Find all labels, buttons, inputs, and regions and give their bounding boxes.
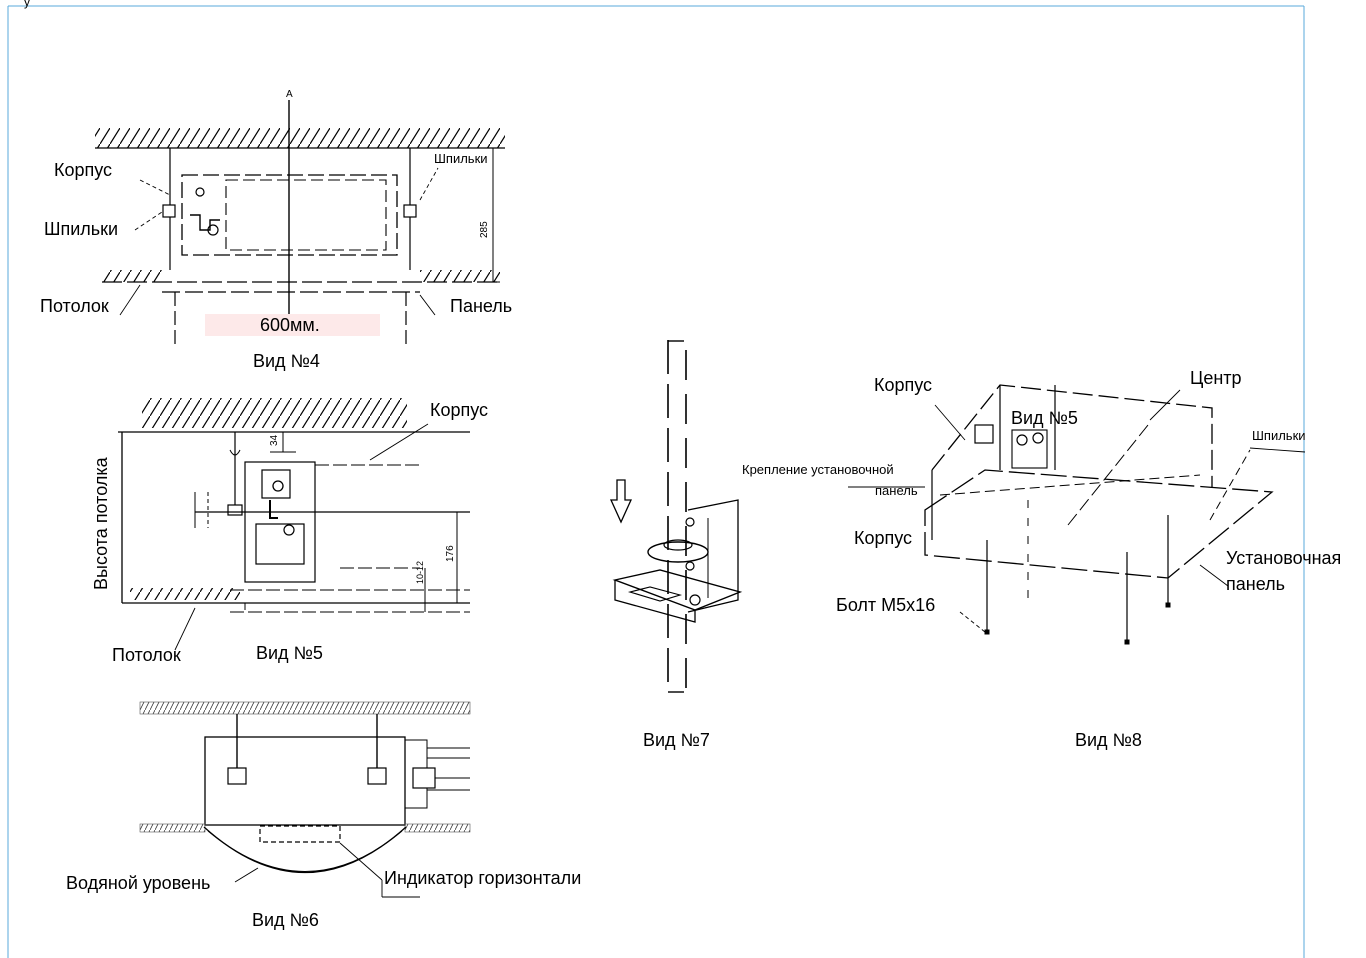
view-8-drawing — [848, 384, 1306, 645]
view-4-caption: Вид №4 — [253, 351, 320, 371]
top-fragment-text: у — [24, 0, 30, 9]
view-4-panel-label: Панель — [450, 296, 513, 316]
view-8-center-label: Центр — [1190, 368, 1242, 388]
view-6-caption: Вид №6 — [252, 910, 319, 930]
view-8-mount-label-line-1: Крепление установочной — [742, 462, 894, 477]
view-4-ceiling-label: Потолок — [40, 296, 109, 316]
view-5-ceiling-hatch — [142, 398, 407, 428]
view-7-caption: Вид №7 — [643, 730, 710, 750]
page-frame — [7, 5, 1305, 958]
view-4-studs-right-label: Шпильки — [434, 151, 488, 166]
view-6-water-level-label: Водяной уровень — [66, 873, 211, 893]
view-4-body-label: Корпус — [54, 160, 113, 180]
view-5-dim-top: 34 — [269, 434, 280, 446]
view-4-ceiling-hatch — [95, 128, 505, 148]
view-6-drawing — [139, 701, 471, 898]
view-5-body-label: Корпус — [430, 400, 489, 420]
view-8-view5-reference: Вид №5 — [1011, 408, 1078, 428]
view-4-width-box — [205, 314, 380, 336]
view-5-dim-gap: 10-12 — [415, 560, 425, 584]
view-5-ceiling-height-label: Высота потолка — [91, 457, 111, 590]
view-5-caption: Вид №5 — [256, 643, 323, 663]
view-4-lower-ceiling-hatch — [102, 270, 162, 282]
view-5-drawing — [118, 398, 470, 651]
view-4-drawing — [95, 100, 505, 345]
view-8-body-label-bottom: Корпус — [854, 528, 913, 548]
view-4-axis-mark: A — [286, 89, 293, 100]
view-7-drawing — [609, 340, 743, 693]
view-8-studs-label: Шпильки — [1252, 428, 1306, 443]
view-8-panel-label-line-2: панель — [1226, 574, 1285, 594]
view-8-body-label-top: Корпус — [874, 375, 933, 395]
view-5-dim-right: 176 — [445, 545, 456, 562]
view-4-studs-left-label: Шпильки — [44, 219, 119, 239]
view-6-indicator-label: Индикатор горизонтали — [384, 868, 582, 888]
view-4-width-label: 600мм. — [260, 315, 320, 335]
view-8-mount-label-line-2: панель — [875, 483, 918, 498]
view-8-bolt-label: Болт М5х16 — [836, 595, 936, 615]
view-6-ceiling-hatch — [139, 701, 471, 715]
view-5-ceiling-label: Потолок — [112, 645, 181, 665]
view-8-caption: Вид №8 — [1075, 730, 1142, 750]
view-8-panel-label-line-1: Установочная — [1226, 548, 1342, 568]
view-4-height-dimension: 285 — [479, 221, 490, 238]
